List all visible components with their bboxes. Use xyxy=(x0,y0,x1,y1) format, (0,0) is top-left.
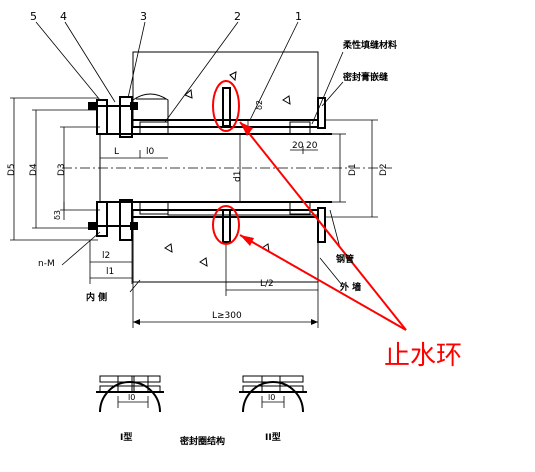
wall-section xyxy=(132,51,319,283)
flange-right-top xyxy=(317,97,326,129)
label-type-2: II型 xyxy=(265,431,281,443)
dim-20-b: 20 xyxy=(306,141,318,151)
arrow-line-bottom xyxy=(239,234,407,331)
seal-left-top xyxy=(139,121,169,135)
arrowhead-top xyxy=(240,122,253,136)
label-waice: 外 墙 xyxy=(339,281,361,293)
leader-lines xyxy=(35,21,344,293)
dim-D5: D5 xyxy=(7,163,17,176)
label-rouxing: 柔性填缝材料 xyxy=(342,39,397,51)
detail-type-2 xyxy=(239,375,307,413)
wall-lower xyxy=(132,209,319,283)
detail-type-1 xyxy=(96,375,164,413)
dimension-lines xyxy=(10,97,378,328)
leader-nM xyxy=(61,231,101,266)
water-stop-ring-bottom xyxy=(222,209,231,243)
dim-D1: D1 xyxy=(348,163,358,176)
dim-d1: d1 xyxy=(233,171,243,182)
highlight-ellipse-top xyxy=(212,80,240,132)
dim-detail1-l0: l0 xyxy=(128,393,135,402)
flange-right-bottom xyxy=(317,207,326,243)
callout-5: 5 xyxy=(30,10,37,23)
leader-3 xyxy=(127,21,146,99)
labels: 5 4 3 2 1 柔性填缝材料 密封膏嵌缝 钢管 外 墙 内 侧 止水环 密封… xyxy=(7,10,462,447)
callout-4: 4 xyxy=(60,10,67,23)
label-neice: 内 侧 xyxy=(86,291,107,303)
label-gangguan: 钢管 xyxy=(336,253,354,265)
dim-D2: D2 xyxy=(379,163,389,176)
seal-right-top xyxy=(289,121,311,135)
water-stop-ring-top xyxy=(222,87,231,127)
dim-l2: l2 xyxy=(102,251,110,261)
bolt-head-top xyxy=(88,102,96,110)
pipe-assembly xyxy=(62,87,392,243)
dim-nM: n-M xyxy=(38,259,55,269)
callout-3: 3 xyxy=(140,10,147,23)
dim-l1: l1 xyxy=(106,267,114,277)
leader-rouxing xyxy=(311,51,344,125)
leader-2 xyxy=(164,21,239,123)
dim-detail2-l0: l0 xyxy=(268,393,275,402)
label-miefengquan: 密封圈结构 xyxy=(179,435,225,447)
leader-mifeng xyxy=(321,81,344,107)
aggregate-marks xyxy=(164,71,291,267)
wall-upper xyxy=(132,51,319,128)
seal-right-bottom xyxy=(289,201,311,215)
leader-neice xyxy=(129,279,141,293)
highlight-ellipse-bottom xyxy=(212,205,240,245)
leader-1 xyxy=(249,21,299,121)
arrowhead-bottom xyxy=(240,235,254,246)
callout-1: 1 xyxy=(295,10,302,23)
gland-left-top xyxy=(119,96,133,138)
leader-4 xyxy=(64,21,116,103)
dim-20-a: 20 xyxy=(292,141,304,151)
dim-delta2: δ2 xyxy=(255,100,264,110)
nut-top xyxy=(130,102,138,110)
dim-delta3: δ3 xyxy=(53,210,62,220)
seal-left-bottom xyxy=(139,201,169,215)
dim-D4: D4 xyxy=(29,163,39,176)
label-type-1: I型 xyxy=(120,431,132,443)
bolt-head-bottom xyxy=(88,222,96,230)
label-zhishuihuan: 止水环 xyxy=(384,341,462,371)
callout-2: 2 xyxy=(234,10,241,23)
dim-l0: l0 xyxy=(146,147,155,157)
leader-waice xyxy=(319,257,343,286)
arrow-line-top xyxy=(239,121,407,331)
dim-Lhalf: L/2 xyxy=(260,279,274,289)
dim-D3: D3 xyxy=(57,163,67,176)
water-stop-highlight xyxy=(212,80,407,331)
flange-left-bottom xyxy=(96,201,108,237)
dim-Lmin: L≥300 xyxy=(212,311,242,321)
dim-L: L xyxy=(114,147,119,157)
gland-left-bottom xyxy=(119,199,133,241)
label-mifeng: 密封膏嵌缝 xyxy=(342,71,388,83)
nut-bottom xyxy=(130,222,138,230)
flange-left-top xyxy=(96,99,108,135)
leader-5 xyxy=(35,21,101,101)
leader-gangguan xyxy=(329,209,341,249)
